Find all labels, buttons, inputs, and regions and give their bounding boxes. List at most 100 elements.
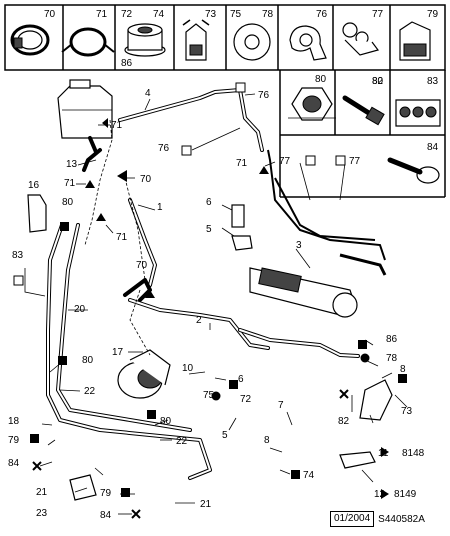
callout-17: 17 [112, 347, 124, 358]
reference-markers [13, 82, 407, 519]
clip-5 [231, 235, 253, 251]
bracket-12 [339, 451, 376, 469]
direction-arrow-icon [85, 180, 95, 188]
cell-number: 73 [205, 9, 217, 20]
callout-80: 80 [62, 197, 74, 208]
callout-10: 10 [182, 363, 194, 374]
direction-arrow-icon [96, 213, 106, 221]
callout-75: 75 [203, 390, 215, 401]
filled-square-marker [291, 470, 300, 479]
callout-73: 73 [401, 406, 413, 417]
cell-number: 76 [316, 9, 328, 20]
dot-marker [211, 391, 221, 401]
callout-84: 84 [8, 458, 20, 469]
direction-arrow-icon [117, 170, 127, 182]
filled-square-marker [358, 340, 367, 349]
edition-date: 01/2004 [330, 511, 375, 527]
callout-83: 83 [12, 250, 24, 261]
steering-rack [249, 253, 387, 318]
diagram-reference: S440582A [378, 513, 425, 525]
callout-11: 11 [378, 448, 389, 459]
cell-number: 80 [372, 76, 384, 87]
callout-labels: 4 76 76 71 71 71 71 13 70 70 77 77 16 80… [8, 88, 425, 521]
bolt-icon [342, 95, 385, 126]
hose-clamp-icon [10, 24, 50, 56]
callout-22: 22 [176, 436, 188, 447]
cell-number: 72 [121, 9, 133, 20]
direction-arrow-icon [145, 290, 155, 298]
screw-icon [387, 157, 440, 184]
washer-icon [233, 23, 271, 61]
callout-5: 5 [206, 224, 212, 235]
filled-square-marker [60, 222, 69, 231]
callout-71: 71 [236, 158, 248, 169]
callout-23: 23 [36, 508, 48, 519]
filled-square-marker [147, 410, 156, 419]
filled-square-marker [58, 356, 67, 365]
open-square-marker [13, 275, 24, 286]
cell-number: 70 [44, 9, 56, 20]
callout-71: 71 [64, 178, 76, 189]
callout-22: 22 [84, 386, 96, 397]
callout-76: 76 [258, 90, 270, 101]
clip-23 [69, 474, 97, 501]
direction-arrow-icon [102, 118, 108, 128]
filled-square-marker [121, 488, 130, 497]
callout-77: 77 [349, 156, 361, 167]
hex-nut-icon [288, 87, 336, 121]
twin-clip-icon [342, 22, 380, 56]
callout-18: 18 [8, 416, 20, 427]
callout-77: 77 [279, 156, 291, 167]
callout-8149: 8149 [394, 489, 417, 500]
callout-71: 71 [116, 232, 128, 243]
cross-marker [339, 389, 349, 399]
callout-6: 6 [206, 197, 212, 208]
callout-82: 82 [338, 416, 350, 427]
callout-16: 16 [28, 180, 40, 191]
cell-number: 86 [121, 58, 133, 69]
callout-70: 70 [136, 260, 148, 271]
parts-legend-grid: 70 71 72 74 86 73 75 78 76 77 79 80 82 8… [4, 4, 446, 198]
cell-number: 78 [262, 9, 274, 20]
callout-12: 12 [374, 489, 386, 500]
clip-nut-icon [399, 21, 431, 61]
callout-8148: 8148 [402, 448, 425, 459]
callout-70: 70 [140, 174, 152, 185]
callout-13: 13 [66, 159, 78, 170]
hose-clip-icon [61, 27, 115, 57]
callout-74: 74 [303, 470, 315, 481]
cell-number: 77 [372, 9, 384, 20]
spring-clip-icon [182, 19, 210, 61]
callout-4: 4 [145, 88, 151, 99]
callout-79: 79 [8, 435, 20, 446]
cell-number: 84 [427, 142, 439, 153]
callout-2: 2 [196, 315, 202, 326]
callout-3: 3 [296, 240, 302, 251]
callout-79: 79 [100, 488, 112, 499]
cell-number: 71 [96, 9, 108, 20]
direction-arrow-icon [259, 166, 269, 174]
bracket-11 [359, 379, 393, 421]
callout-6: 6 [238, 374, 244, 385]
grid-frame [4, 4, 446, 71]
bracket-16 [27, 194, 47, 233]
callout-86: 86 [386, 334, 398, 345]
callout-78: 78 [386, 353, 398, 364]
callout-8: 8 [400, 364, 406, 375]
fluid-reservoir [57, 79, 113, 154]
p-clip-icon [289, 25, 327, 61]
clip-6 [231, 204, 245, 228]
filled-square-marker [30, 434, 39, 443]
direction-arrow-icon [381, 489, 389, 499]
open-square-marker [335, 155, 346, 166]
cell-number: 75 [230, 9, 242, 20]
flange-nut-icon [124, 23, 166, 57]
direction-arrow-icon [381, 447, 389, 457]
callout-80: 80 [160, 416, 172, 427]
cell-number: 82 [372, 76, 384, 87]
cell-number: 74 [153, 9, 165, 20]
filled-square-marker [229, 380, 238, 389]
filled-square-marker [398, 374, 407, 383]
